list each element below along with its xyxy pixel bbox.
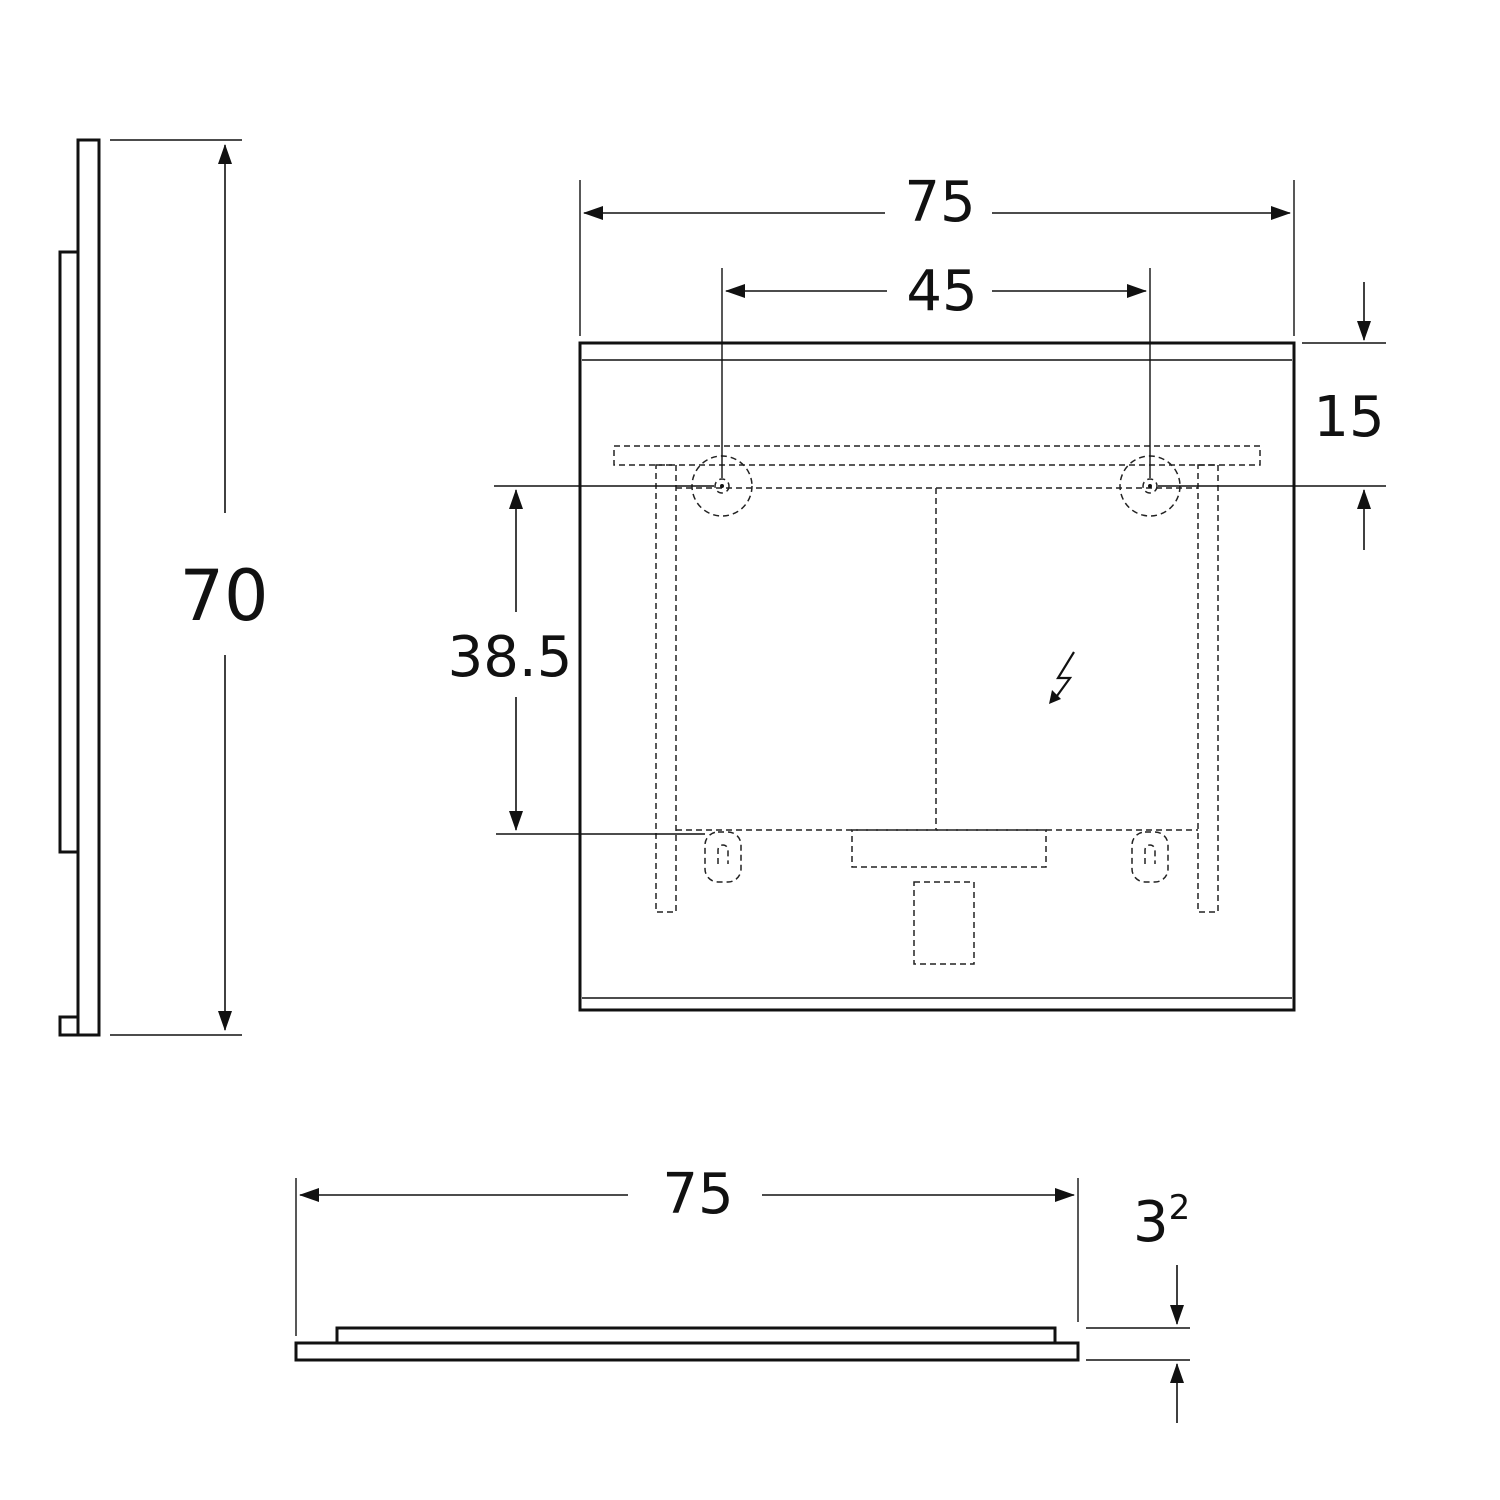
socket-box xyxy=(913,881,975,965)
hole-spacing-label: 45 xyxy=(906,259,977,324)
side-panel xyxy=(76,138,101,1037)
top-offset-label: 15 xyxy=(1313,385,1384,450)
side-bottom-foot xyxy=(58,1015,80,1037)
depth-value: 3 xyxy=(1133,1190,1169,1255)
side-view: 70 xyxy=(58,138,269,1037)
height-dimension-label: 70 xyxy=(179,555,268,637)
right-post xyxy=(1197,464,1219,913)
depth-label: 32 xyxy=(1133,1188,1190,1255)
top-panel xyxy=(294,1341,1080,1362)
front-view: 75 45 15 38.5 xyxy=(448,170,1386,1012)
top-view: 75 32 xyxy=(294,1162,1190,1423)
front-panel xyxy=(578,341,1296,1012)
depth-superscript: 2 xyxy=(1169,1188,1191,1228)
front-width-label: 75 xyxy=(904,170,975,235)
lower-right-keyhole xyxy=(1131,831,1169,883)
vertical-hole-spacing-label: 38.5 xyxy=(448,625,573,690)
lower-left-keyhole xyxy=(704,831,742,883)
side-back-mount xyxy=(58,250,80,854)
power-unit-box xyxy=(851,829,1047,868)
mounting-rail xyxy=(613,445,1261,466)
top-width-label: 75 xyxy=(662,1162,733,1227)
top-back-mount xyxy=(335,1326,1057,1345)
left-post xyxy=(655,464,677,913)
lightning-bolt-icon xyxy=(1049,651,1075,704)
